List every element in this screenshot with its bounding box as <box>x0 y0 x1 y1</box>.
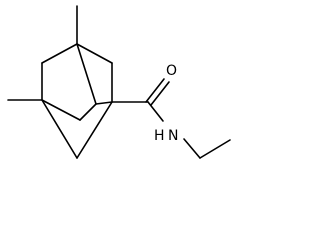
atom-label-hydrogen: H <box>154 128 165 144</box>
bond-carbonyl-double-2 <box>150 81 170 106</box>
bond-ethyl <box>199 139 231 159</box>
bond-cage-left-lower <box>41 99 78 159</box>
molecule-diagram: O H N <box>7 5 231 159</box>
bond-carbon-nitrogen <box>147 101 164 122</box>
bond-cage-back-right <box>79 103 97 121</box>
bond-nitrogen-ethyl <box>183 138 201 159</box>
bond-cage-left-back <box>41 99 81 121</box>
structure-canvas: O H N <box>7 5 231 159</box>
bond-cage-top-right <box>76 43 113 64</box>
atom-label-nitrogen: N <box>168 128 178 144</box>
bond-cage-top-center <box>76 43 97 105</box>
bond-cage-center-right <box>95 101 113 105</box>
atom-label-oxygen: O <box>166 63 177 79</box>
bond-cage-top-left <box>41 43 78 64</box>
bond-cage-bottom-right <box>76 101 113 159</box>
bond-carbonyl-double-1 <box>145 78 165 103</box>
